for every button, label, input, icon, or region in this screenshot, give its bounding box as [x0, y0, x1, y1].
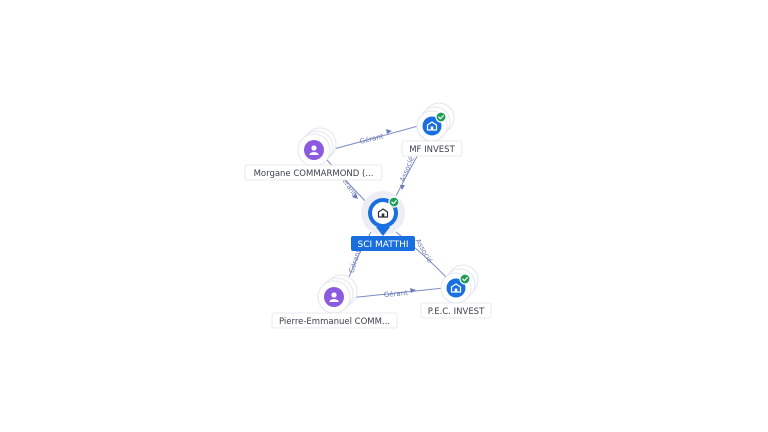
- edge-label: Gérant: [383, 289, 408, 299]
- verified-check-icon: [388, 196, 400, 208]
- building-icon: [377, 208, 389, 218]
- edge-arrow: [386, 129, 392, 134]
- node-pec-invest[interactable]: P.E.C. INVEST: [420, 264, 492, 319]
- node-label-morgane: Morgane COMMARMOND (...: [254, 169, 374, 179]
- node-label-center: SCI MATTHI: [358, 240, 409, 250]
- edge-label: Gérant: [359, 132, 385, 146]
- edge-pierre-pec: Gérant: [348, 287, 445, 299]
- node-label-mf-invest: MF INVEST: [409, 145, 455, 155]
- edge-arrow: [400, 185, 405, 190]
- edge-label: Gérant: [348, 248, 363, 274]
- verified-check-icon: [435, 111, 447, 123]
- node-label-pec-invest: P.E.C. INVEST: [428, 307, 485, 317]
- edge-label: Associé: [414, 238, 434, 265]
- node-center-sci-matthi[interactable]: SCI MATTHI: [351, 191, 415, 251]
- edge-arrow: [352, 193, 358, 199]
- node-pierre[interactable]: Pierre-Emmanuel COMM...: [271, 274, 398, 329]
- node-mf-invest[interactable]: MF INVEST: [401, 102, 463, 157]
- node-morgane[interactable]: Morgane COMMARMOND (...: [244, 127, 383, 181]
- edge-arrow: [410, 288, 416, 293]
- edge-label: Associé: [398, 155, 415, 183]
- node-label-pierre: Pierre-Emmanuel COMM...: [279, 317, 390, 327]
- verified-check-icon: [459, 273, 471, 285]
